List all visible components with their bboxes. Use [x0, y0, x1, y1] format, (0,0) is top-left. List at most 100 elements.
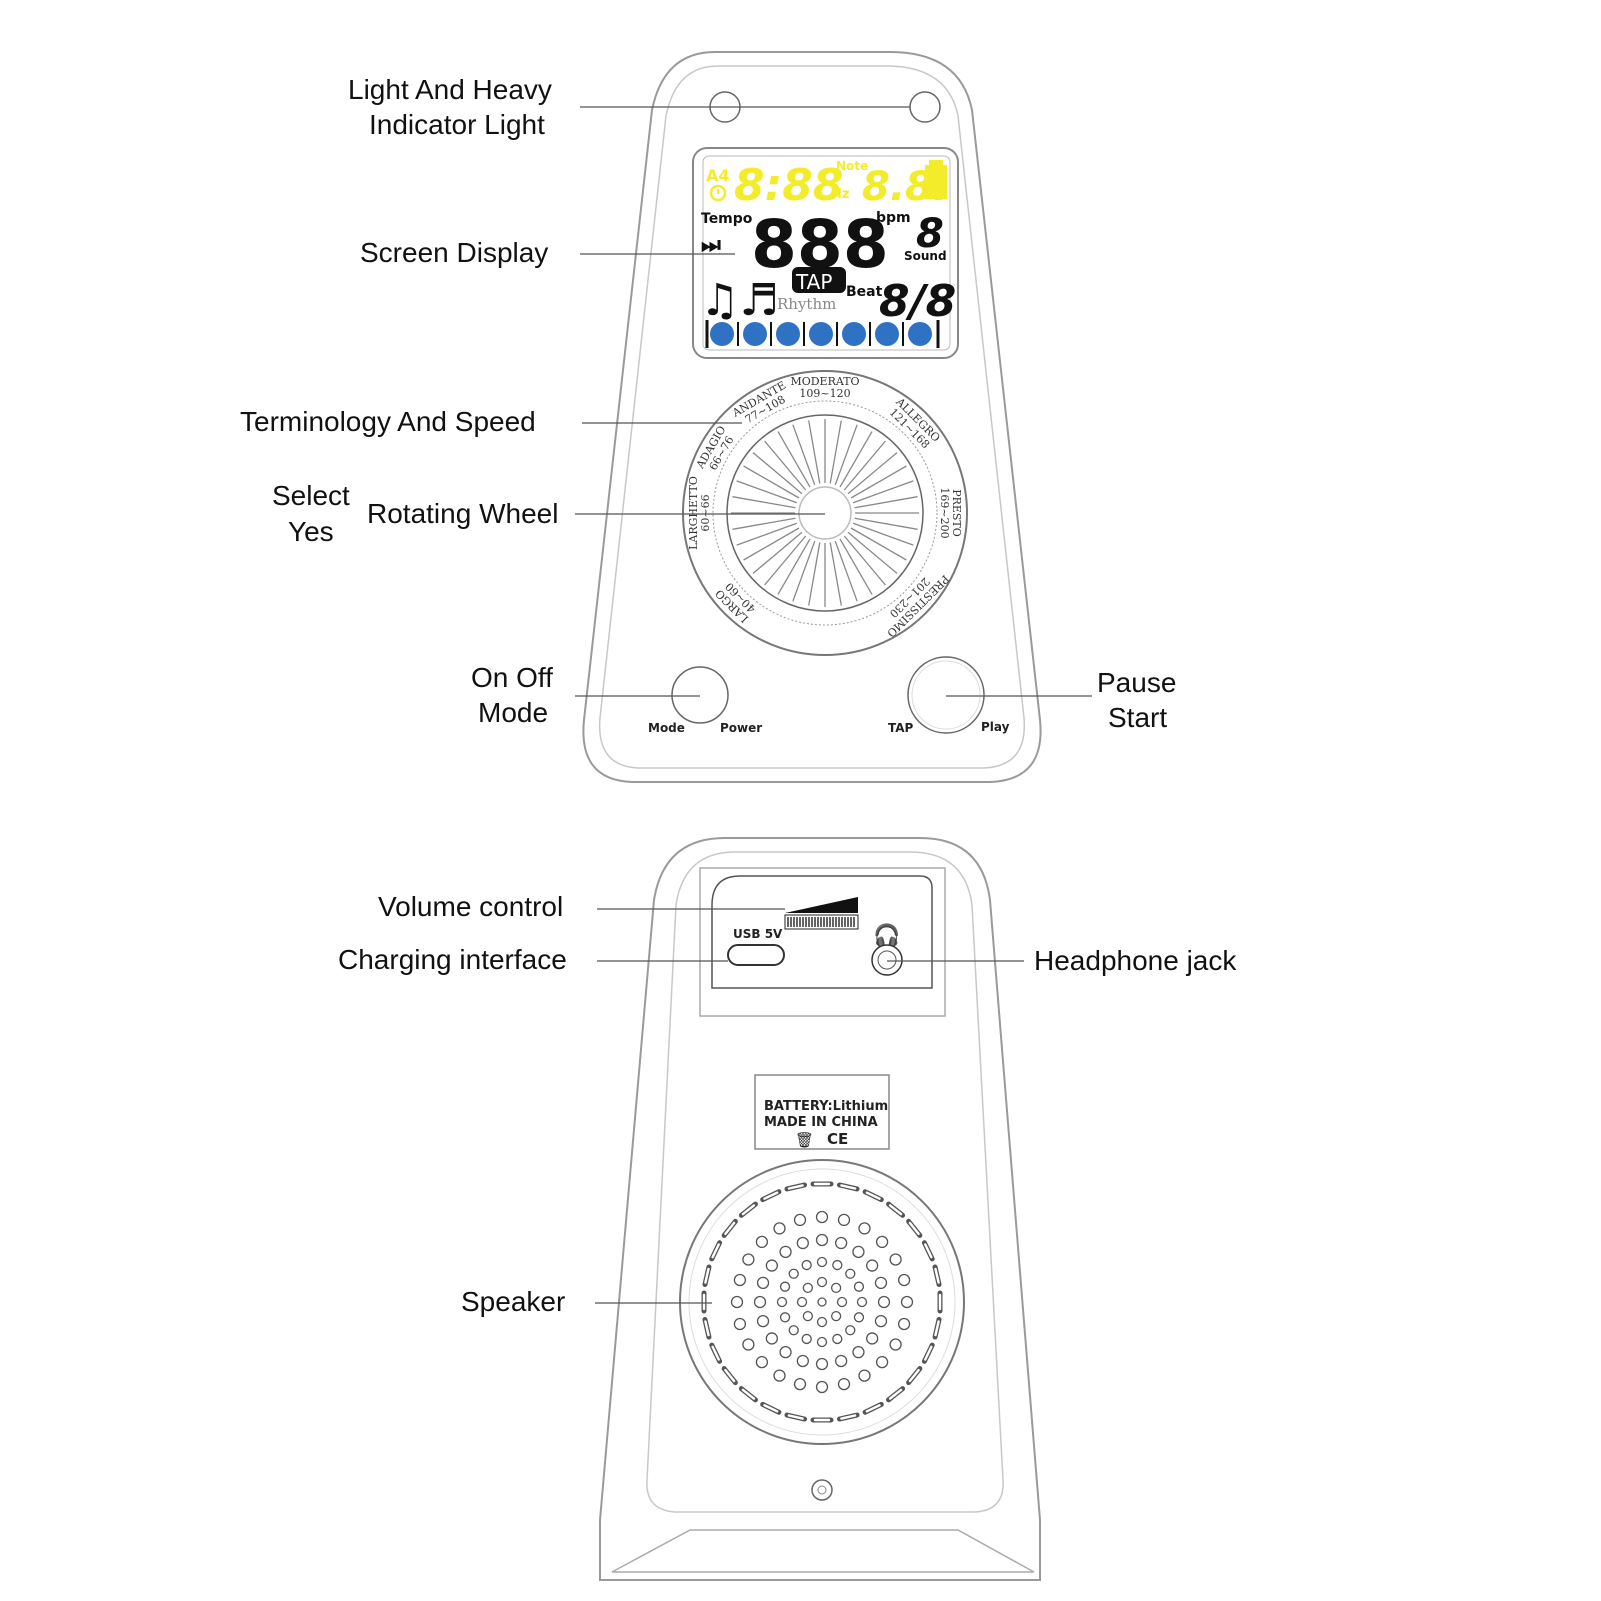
speaker-hole	[817, 1297, 827, 1307]
wheel-spoke	[808, 542, 821, 606]
speaker-hole	[779, 1346, 792, 1359]
speaker-hole	[816, 1256, 828, 1268]
front-body-outline	[582, 51, 1042, 783]
speaker-holes	[730, 1210, 914, 1394]
speaker-grille	[679, 1159, 965, 1445]
speaker-hole	[815, 1233, 829, 1247]
speaker-slot-inner	[741, 1204, 756, 1216]
dial-term-range: 60~66	[699, 494, 712, 531]
speaker-hole	[835, 1236, 848, 1250]
speaker-hole	[832, 1333, 843, 1345]
speaker-slot-inner	[724, 1368, 736, 1383]
lcd-screen: A4 8:88 Hz Note 8.8. Tempo ⏭ 888 bpm 8 S…	[692, 147, 959, 359]
back-view: USB 5V 🎧 BATTERY:Lithium MADE IN CHINA 🗑…	[599, 837, 1041, 1581]
speaker-hole	[765, 1259, 778, 1272]
speaker-hole	[815, 1380, 829, 1394]
mode-label: Mode	[648, 721, 685, 735]
beat-dot	[908, 322, 932, 346]
speaker-hole	[773, 1369, 786, 1382]
speaker-hole	[776, 1296, 788, 1308]
speaker-hole	[845, 1268, 856, 1279]
lcd-a4: A4	[706, 166, 730, 185]
wheel-spoke	[850, 527, 907, 561]
dial-term-name: MODERATO	[790, 375, 859, 388]
lcd-sound-label: Sound	[904, 249, 947, 263]
ce-mark: CE	[827, 1130, 848, 1148]
speaker-hole	[796, 1296, 808, 1308]
speaker-slot-inner	[888, 1388, 903, 1400]
callout-yes: Yes	[288, 516, 334, 547]
wheel-spoke	[764, 535, 807, 586]
speaker-hole	[830, 1310, 842, 1322]
speaker-hole	[788, 1325, 799, 1336]
speaker-hole	[802, 1282, 814, 1294]
wheel-spoke	[808, 420, 821, 484]
front-view: A4 8:88 Hz Note 8.8. Tempo ⏭ 888 bpm 8 S…	[582, 51, 1042, 783]
callout-indicator-light-2: Indicator Light	[369, 109, 545, 140]
speaker-hole	[801, 1259, 812, 1271]
wheel-spoke	[743, 465, 800, 499]
speaker-hole	[733, 1317, 747, 1331]
speaker-hole	[874, 1315, 888, 1328]
speaker-hole	[816, 1316, 828, 1328]
wheel-spoke	[792, 424, 816, 486]
volume-slider[interactable]	[784, 897, 859, 930]
rotating-wheel[interactable]: MODERATO109~120ALLEGRO121~168PRESTO169~2…	[682, 370, 968, 656]
back-base	[611, 1529, 1035, 1573]
tap-play-button-inner	[911, 660, 981, 730]
wheel-spoke	[839, 538, 873, 595]
wheel-spoke	[732, 517, 796, 530]
wheel-spoke	[777, 431, 811, 488]
beat-dot	[809, 322, 833, 346]
callout-screen-display: Screen Display	[360, 237, 548, 268]
speaker-slot-inner	[934, 1320, 940, 1337]
speaker-hole	[779, 1312, 791, 1323]
lcd-tap-box	[792, 267, 846, 293]
speaker-hole	[889, 1338, 902, 1351]
wheel-spoke	[736, 480, 798, 504]
wheel-spoke	[852, 480, 914, 504]
battery-icon	[925, 160, 947, 199]
dial-scale-ring	[712, 400, 938, 626]
tap-play-button[interactable]	[907, 656, 985, 734]
speaker-hole	[889, 1253, 902, 1266]
speaker-slot-inner	[787, 1184, 804, 1190]
wheel-spoke	[829, 420, 842, 484]
speaker-hole	[793, 1377, 807, 1391]
speaker-hole	[853, 1312, 865, 1323]
callout-terminology-speed: Terminology And Speed	[240, 406, 536, 437]
beat-dot	[776, 322, 800, 346]
speaker-hole	[753, 1295, 767, 1309]
lcd-tempo-label: Tempo	[701, 211, 753, 227]
speaker-hole	[858, 1369, 871, 1382]
beat-dot	[710, 322, 734, 346]
wheel-spoke	[743, 527, 800, 561]
callout-on-off: On Off	[471, 662, 553, 693]
tap-label: TAP	[888, 721, 914, 735]
indicator-light-right	[909, 91, 941, 123]
lcd-beat-label: Beat	[846, 284, 883, 300]
speaker-hole	[796, 1236, 809, 1250]
speaker-hole	[742, 1253, 755, 1266]
dial-term-range: 109~120	[799, 387, 850, 400]
speaker-hole	[756, 1276, 770, 1289]
speaker-hole	[858, 1222, 871, 1235]
wheel-spoke	[834, 540, 858, 602]
speaker-slot-inner	[840, 1184, 857, 1190]
speaker-slot-inner	[711, 1345, 720, 1361]
callout-rotating-wheel: Rotating Wheel	[367, 498, 558, 529]
speaker-hole	[866, 1259, 879, 1272]
headphone-jack-inner	[877, 950, 897, 970]
usb-port[interactable]	[727, 944, 785, 966]
base-screw-inner	[817, 1485, 827, 1495]
wheel-spoke	[777, 538, 811, 595]
wheel-spoke	[752, 452, 803, 495]
back-callouts: Volume control Charging interface Headph…	[338, 891, 1237, 1317]
callout-speaker: Speaker	[461, 1286, 565, 1317]
speaker-slot-inner	[908, 1221, 920, 1236]
wheel-spoke	[829, 542, 842, 606]
speaker-hole	[856, 1296, 868, 1308]
mode-power-button[interactable]	[671, 666, 729, 724]
speaker-slot-inner	[763, 1191, 779, 1200]
wheel-spokes	[731, 419, 919, 607]
